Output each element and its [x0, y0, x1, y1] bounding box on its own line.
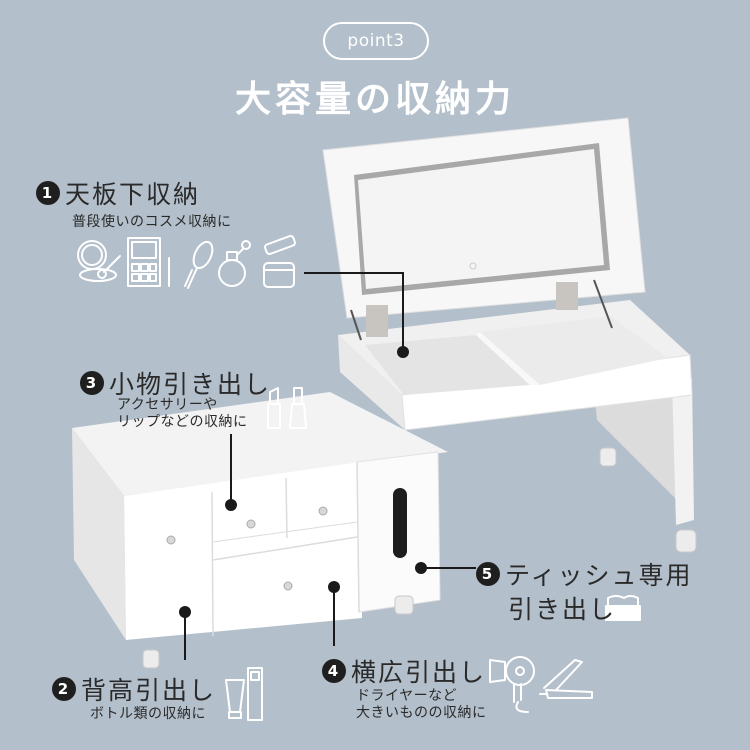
point-badge: point3 — [323, 22, 429, 60]
feature-4-description-line-1: ドライヤーなど — [356, 688, 458, 704]
feature-2-description: ボトル類の収納に — [90, 706, 206, 722]
tube-icon — [225, 679, 245, 719]
feature-1-description: 普段使いのコスメ収納に — [72, 214, 232, 230]
feature-4-description-line-2: 大きいものの収納に — [356, 705, 487, 721]
eyeshadow-palette-icon — [127, 237, 170, 287]
lipstick-icon — [267, 387, 281, 429]
feature-2-number-badge: 2 — [52, 677, 76, 701]
feature-1-title: 天板下収納 — [65, 180, 201, 209]
page-title: 大容量の収納力 — [234, 79, 515, 120]
hair-brush-icon — [184, 240, 214, 289]
tissue-box-icon — [605, 595, 641, 621]
feature-3-description: アクセサリーや リップなどの収納に — [117, 397, 248, 431]
hair-dryer-icon — [489, 656, 535, 713]
hair-iron-icon — [539, 659, 593, 699]
feature-5-title: ティッシュ専用 — [505, 561, 693, 590]
drawer-cabinet-unit — [72, 392, 448, 669]
nail-polish-icon — [289, 387, 307, 429]
feature-1-number-badge: 1 — [36, 181, 60, 205]
bottle-icon — [247, 667, 263, 721]
feature-3-description-line-1: アクセサリーや — [117, 397, 218, 413]
feature-4-title: 横広引出し — [351, 658, 487, 687]
feature-4-number-badge: 4 — [322, 659, 346, 683]
callout-lines — [179, 272, 476, 660]
feature-3-title: 小物引き出し — [109, 370, 272, 399]
cream-jar-icon — [263, 235, 296, 288]
feature-3-number-badge: 3 — [80, 371, 104, 395]
feature-2-title: 背高引出し — [81, 676, 217, 705]
perfume-bottle-icon — [218, 240, 251, 287]
feature-3-description-line-2: リップなどの収納に — [117, 414, 248, 430]
compact-mirror-icon — [77, 240, 121, 282]
feature-5-number-badge: 5 — [476, 562, 500, 586]
vanity-desk-unit — [322, 117, 697, 553]
feature-5-title-line-2: 引き出し — [508, 595, 617, 624]
